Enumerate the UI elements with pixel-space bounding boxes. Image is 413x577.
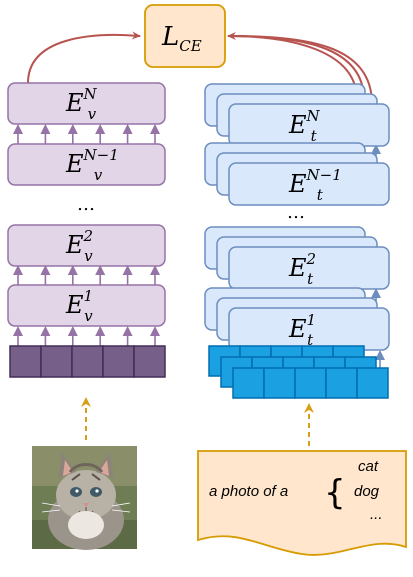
vision-arrow — [13, 265, 23, 285]
text-tokens — [208, 345, 389, 399]
vision-arrow — [40, 265, 51, 285]
text-token — [356, 367, 389, 399]
prompt-class-more: ... — [370, 506, 383, 523]
vision-arrow — [150, 326, 160, 346]
vision-arrow — [40, 326, 51, 346]
vision-arrow — [95, 326, 106, 346]
vision-arrow — [13, 326, 23, 346]
loss-label: LCE — [161, 22, 202, 55]
loss-box: LCE — [144, 4, 226, 68]
vision-arrow — [13, 124, 23, 144]
vision-ellipsis: … — [77, 194, 95, 215]
vision-arrow — [95, 124, 106, 144]
vision-arrow — [67, 124, 78, 144]
text-token — [232, 367, 265, 399]
vision-arrow — [150, 124, 160, 144]
text-layer — [228, 162, 390, 206]
prompt-document: a photo of a { cat dog ... — [197, 450, 407, 556]
vision-arrow — [95, 265, 106, 285]
prompt-brace: { — [324, 473, 346, 513]
vision-arrow — [122, 326, 133, 346]
vision-arrow — [122, 265, 133, 285]
vision-arrow — [122, 124, 133, 144]
vision-token — [71, 345, 104, 378]
vision-tokens — [9, 345, 166, 378]
prompt-prefix: a photo of a — [209, 483, 288, 500]
vision-arrow — [67, 326, 78, 346]
prompt-class-cat: cat — [358, 458, 379, 475]
vision-token — [102, 345, 135, 378]
vision-arrow — [150, 265, 160, 285]
prompt-class-dog: dog — [354, 483, 380, 500]
vision-token — [9, 345, 42, 378]
text-token — [325, 367, 358, 399]
text-token — [294, 367, 327, 399]
vision-arrow — [67, 265, 78, 285]
vision-arrow — [40, 124, 51, 144]
vision-token — [40, 345, 73, 378]
vision-token — [133, 345, 166, 378]
kitten-image — [32, 446, 137, 550]
text-to-loss-arrow-3 — [227, 35, 373, 105]
vision-to-loss-arrow — [27, 31, 141, 84]
text-arrow — [375, 350, 385, 368]
text-ellipsis: … — [287, 202, 305, 223]
text-token — [263, 367, 296, 399]
